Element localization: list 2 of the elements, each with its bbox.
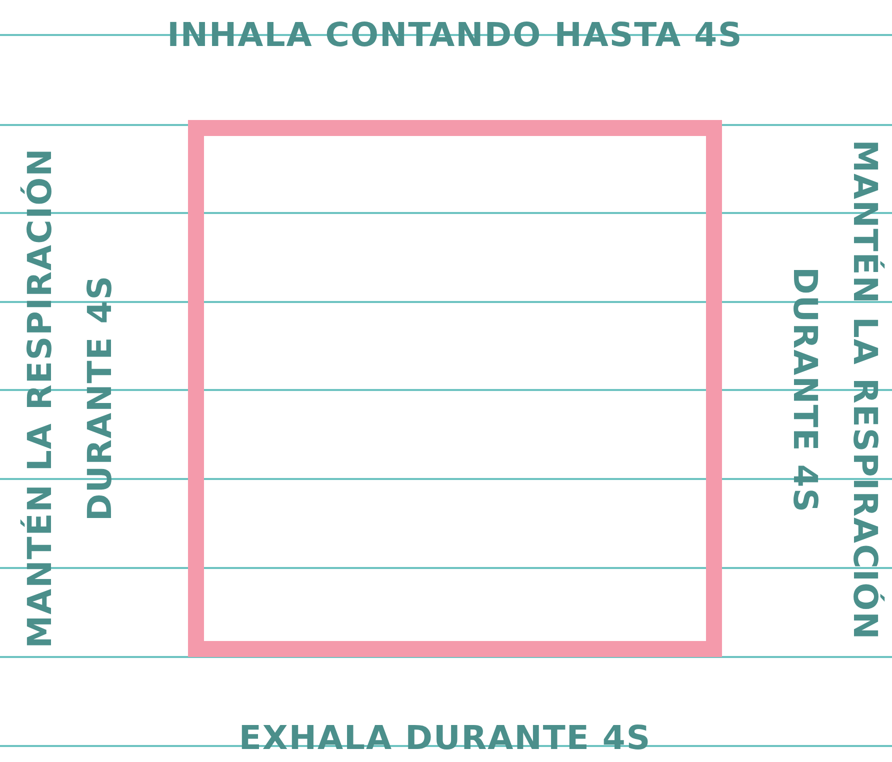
instruction-text: MANTÉN LA RESPIRACIÓN DURANTE 4S [785, 138, 886, 642]
instruction-text: MANTÉN LA RESPIRACIÓN DURANTE 4S [19, 146, 120, 650]
